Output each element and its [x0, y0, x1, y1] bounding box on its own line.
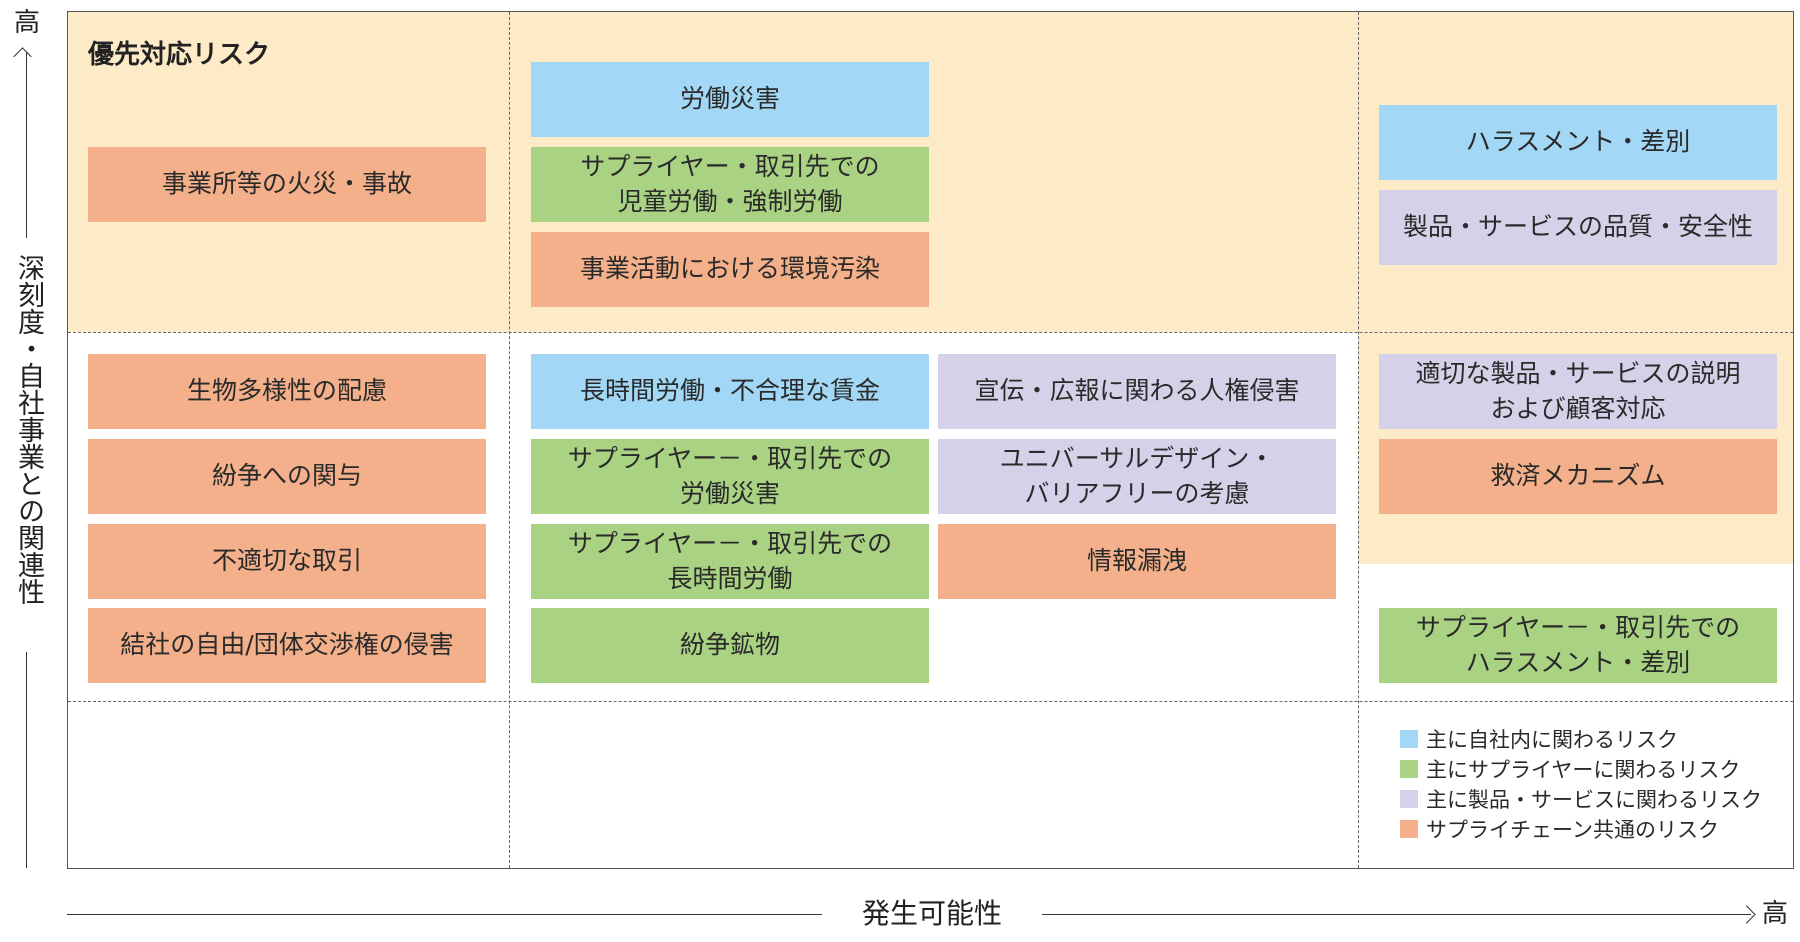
- x-axis-line-right: [1042, 914, 1751, 915]
- y-axis-arrow-icon: [13, 47, 32, 66]
- risk-box: 事業所等の火災・事故: [88, 147, 486, 222]
- risk-box: 労働災害: [531, 62, 929, 137]
- risk-box: 製品・サービスの品質・安全性: [1379, 190, 1777, 265]
- legend-item: サプライチェーン共通のリスク: [1400, 814, 1762, 844]
- legend-label: 主に製品・サービスに関わるリスク: [1426, 788, 1762, 812]
- legend: 主に自社内に関わるリスク 主にサプライヤーに関わるリスク 主に製品・サービスに関…: [1400, 724, 1762, 844]
- x-axis-arrow-icon: [1737, 905, 1756, 924]
- legend-label: サプライチェーン共通のリスク: [1426, 818, 1719, 842]
- legend-swatch: [1400, 790, 1418, 808]
- legend-swatch: [1400, 730, 1418, 748]
- risk-box: 紛争への関与: [88, 439, 486, 514]
- risk-box: ハラスメント・差別: [1379, 105, 1777, 180]
- legend-label: 主に自社内に関わるリスク: [1426, 728, 1678, 752]
- legend-item: 主に自社内に関わるリスク: [1400, 724, 1762, 754]
- x-axis-high-label: 高: [1762, 899, 1789, 929]
- risk-box: サプライヤー－・取引先での 長時間労働: [531, 524, 929, 599]
- risk-box: サプライヤー・取引先での 児童労働・強制労働: [531, 147, 929, 222]
- legend-swatch: [1400, 760, 1418, 778]
- risk-box: 生物多様性の配慮: [88, 354, 486, 429]
- y-axis-high-label: 高: [13, 8, 40, 38]
- legend-item: 主にサプライヤーに関わるリスク: [1400, 754, 1762, 784]
- risk-box: 情報漏洩: [938, 524, 1336, 599]
- grid-divider-horizontal-1: [68, 332, 1793, 333]
- risk-box: 適切な製品・サービスの説明 および顧客対応: [1379, 354, 1777, 429]
- x-axis-label: 発生可能性: [861, 897, 1002, 930]
- priority-zone-title: 優先対応リスク: [88, 40, 271, 70]
- risk-box: ユニバーサルデザイン・ バリアフリーの考慮: [938, 439, 1336, 514]
- risk-box: 不適切な取引: [88, 524, 486, 599]
- grid-divider-vertical-1: [509, 12, 510, 868]
- risk-box: 長時間労働・不合理な賃金: [531, 354, 929, 429]
- y-axis-line-lower: [26, 652, 27, 868]
- x-axis-line-left: [67, 914, 822, 915]
- legend-label: 主にサプライヤーに関わるリスク: [1426, 758, 1741, 782]
- grid-divider-vertical-2: [1358, 12, 1359, 868]
- risk-box: サプライヤー－・取引先での ハラスメント・差別: [1379, 608, 1777, 683]
- legend-swatch: [1400, 820, 1418, 838]
- risk-box: 紛争鉱物: [531, 608, 929, 683]
- risk-box: 結社の自由/団体交渉権の侵害: [88, 608, 486, 683]
- grid-divider-horizontal-2: [68, 701, 1793, 702]
- legend-item: 主に製品・サービスに関わるリスク: [1400, 784, 1762, 814]
- y-axis-line-upper: [26, 52, 27, 238]
- risk-box: 事業活動における環境汚染: [531, 232, 929, 307]
- risk-box: サプライヤー－・取引先での 労働災害: [531, 439, 929, 514]
- risk-box: 宣伝・広報に関わる人権侵害: [938, 354, 1336, 429]
- y-axis-label: 深刻度・自社事業との関連性: [13, 254, 44, 605]
- risk-box: 救済メカニズム: [1379, 439, 1777, 514]
